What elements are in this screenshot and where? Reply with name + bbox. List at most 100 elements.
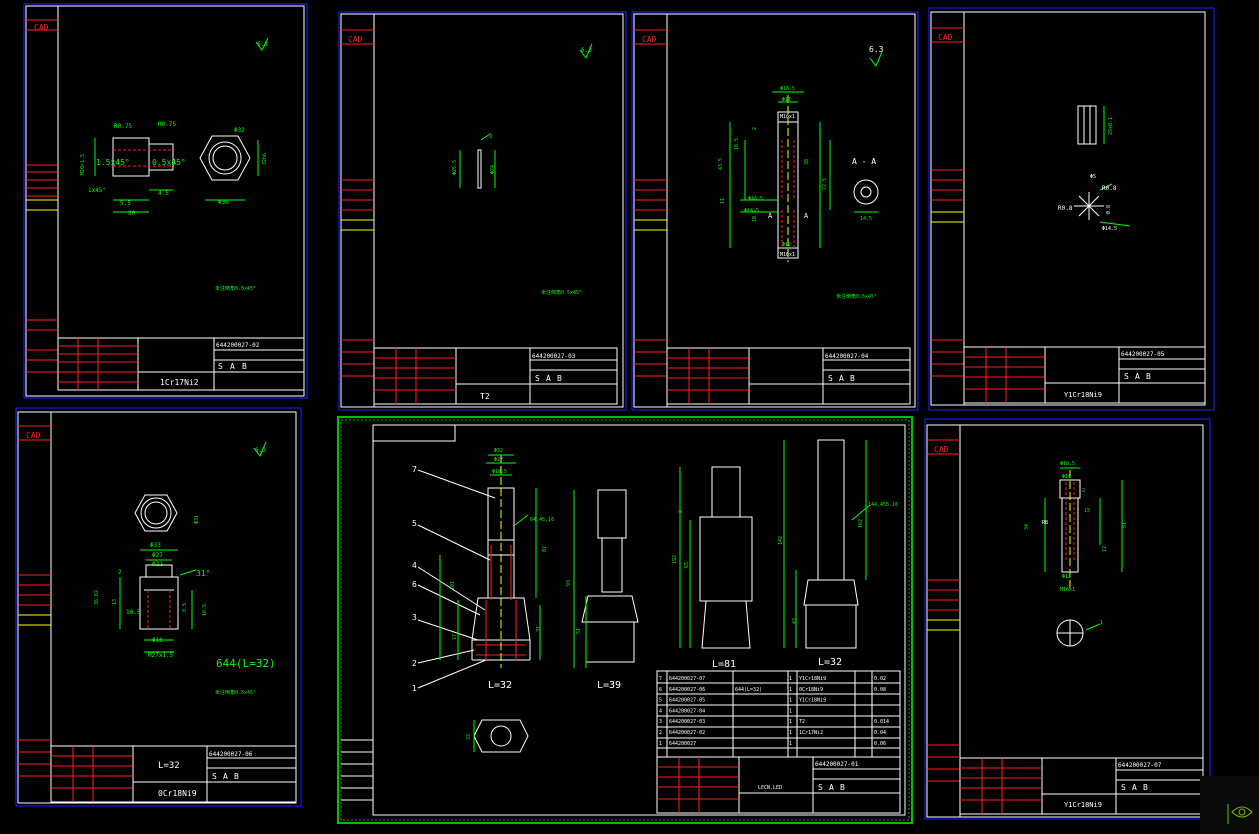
chamfer-note-02: 未注倒角0.5x45° [215, 285, 256, 292]
bom-cell: 6 [659, 687, 662, 693]
sab-s: S [1121, 783, 1126, 792]
roughness-02: 6.3 [257, 41, 268, 48]
balloon-number: 3 [412, 613, 417, 622]
sheet-04 [631, 11, 919, 411]
material-label: Y1Cr18Ni9 [1064, 391, 1102, 399]
bom-cell: 0.04 [874, 730, 886, 736]
dim-label: M16x1 [780, 114, 795, 120]
bom-cell: 644200027-06 [669, 687, 705, 693]
length-label: L=39 [597, 680, 621, 691]
dim-label: 17 [452, 634, 458, 640]
drawing-number: 644200027-06 [209, 751, 253, 758]
sab-s: S [212, 772, 217, 781]
drawing-number: 644200027-01 [815, 761, 859, 768]
balloon-number: 6 [412, 580, 417, 589]
dim-label: Φ16.5 [748, 196, 763, 202]
assembly-code: LECN.LED [758, 785, 782, 791]
balloon-number: 1 [412, 684, 417, 693]
bom-cell: T2 [799, 719, 805, 725]
sab-a: A [230, 362, 235, 371]
dim-label: Φ31 [194, 515, 200, 524]
dim-label: 15 [1084, 508, 1090, 514]
dim-label: 162 [858, 519, 864, 528]
dim-label: Φ25.5 [452, 160, 458, 175]
sab-a: A [1132, 783, 1137, 792]
section-marker: A [804, 212, 809, 220]
dim-label: R0.75 [158, 121, 176, 128]
dim-label: Φ24 [490, 165, 496, 174]
bom-cell: 2 [659, 730, 662, 736]
dim-label: 101 [450, 581, 456, 590]
sab-s: S [535, 374, 540, 383]
sab-b: B [850, 374, 855, 383]
dim-label: 93 [566, 580, 572, 586]
chamfer-note-06: 未注倒角0.5x45° [215, 689, 256, 696]
dim-label: Φ12 [782, 242, 791, 248]
sab-b: B [242, 362, 247, 371]
nvidia-logo-icon [1200, 776, 1259, 834]
bom-cell: 644200027 [669, 741, 696, 747]
sheet-03 [338, 11, 627, 411]
dim-label: 2 [752, 127, 758, 130]
bom-cell: 0.08 [874, 687, 886, 693]
bom-cell: 644(L=32) [735, 687, 762, 693]
dim-label: 43 [792, 618, 798, 624]
dim-label: 1x45° [88, 187, 106, 194]
dim-label: Φ16 [152, 637, 163, 644]
dim-label: R8 [1042, 520, 1048, 526]
dim-label: 192 [672, 555, 678, 564]
bom-cell: 0.06 [874, 741, 886, 747]
dim-label: 10.5 [126, 609, 141, 616]
dim-label: 51 [576, 628, 582, 634]
dim-label: 31 [536, 626, 542, 632]
sab-s: S [218, 362, 223, 371]
cad-label-07: CAD [934, 445, 949, 454]
dim-label: Φ27 [152, 552, 163, 559]
dim-label: 11 [720, 198, 726, 204]
dim-label: 20 [128, 210, 136, 217]
dim-label: Φ32 [234, 127, 245, 134]
dim-label: Φ14.5 [744, 208, 759, 214]
dim-label: 34 [1024, 524, 1030, 530]
sab-a: A [1135, 372, 1140, 381]
drawing-number: 644200027-07 [1118, 762, 1162, 769]
bom-cell: 1 [789, 741, 792, 747]
material-label: 0Cr18Ni9 [158, 789, 197, 798]
bom-cell: 644200027-02 [669, 730, 705, 736]
dim-label: 87 [542, 546, 548, 552]
material-label: 1Cr17Ni2 [160, 378, 199, 387]
dim-label: 2 [1082, 488, 1085, 494]
length-label: L=32 [488, 680, 512, 691]
balloon-number: 4 [412, 561, 417, 570]
balloon-number: 2 [412, 659, 417, 668]
drawing-number: 644200027-05 [1121, 351, 1165, 358]
dim-label: Φ18.5 [780, 86, 795, 92]
length-label: L=81 [712, 659, 736, 670]
section-title: A - A [852, 157, 876, 166]
sab-a: A [839, 374, 844, 383]
sab-b: B [1143, 783, 1148, 792]
dim-label: 29+0.1 [1108, 117, 1114, 135]
sheet-06 [15, 407, 302, 807]
dim-label: 32 [466, 734, 472, 740]
section-marker: A [768, 212, 773, 220]
sab-b: B [557, 374, 562, 383]
roughness-04: 6.3 [869, 45, 884, 54]
dim-label: R0.8 [1058, 205, 1073, 212]
dim-label: 4.5 [158, 190, 169, 197]
bom-cell: 1 [789, 687, 792, 693]
bom-cell: 1 [789, 708, 792, 714]
bom-cell: 1 [789, 719, 792, 725]
dim-label: M16x1 [780, 252, 795, 258]
bom-cell: 644200027-03 [669, 719, 705, 725]
dim-label: 1 [489, 133, 493, 140]
sab-s: S [828, 374, 833, 383]
dim-label: M20×1.5 [80, 154, 86, 175]
dim-label: 0.8 [1106, 205, 1112, 214]
sab-b: B [1146, 372, 1151, 381]
bom-cell: 1 [789, 676, 792, 682]
sab-a: A [829, 783, 834, 792]
dim-label: 10.5 [752, 210, 758, 222]
bom-cell: 0Cr18Ni9 [799, 687, 823, 693]
